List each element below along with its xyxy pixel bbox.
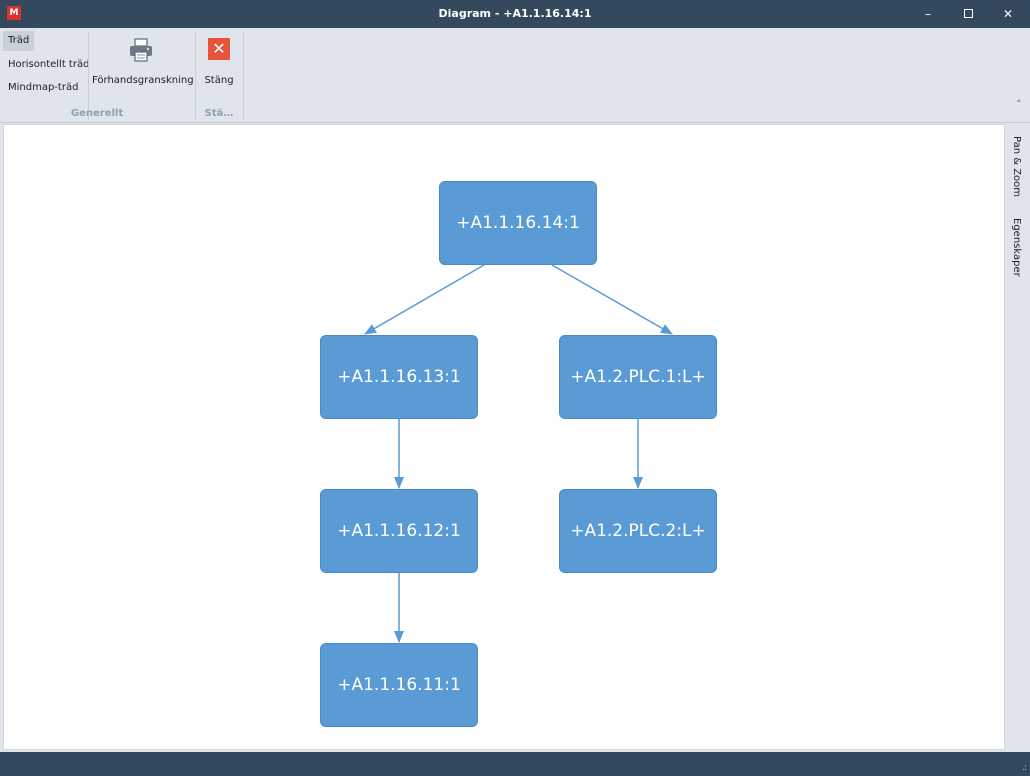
- close-icon: ✕: [208, 38, 230, 60]
- close-diagram-button[interactable]: ✕ Stäng: [198, 32, 240, 102]
- ribbon-group-separator: [195, 32, 196, 120]
- maximize-button[interactable]: [948, 0, 988, 28]
- print-preview-button[interactable]: Förhandsgranskning: [92, 32, 194, 102]
- close-diagram-label: Stäng: [204, 75, 234, 86]
- maximize-icon: [963, 9, 973, 18]
- diagram-node[interactable]: +A1.1.16.12:1: [320, 489, 478, 573]
- ribbon-group-close: ✕ Stäng Stä…: [196, 28, 242, 122]
- diagram-canvas[interactable]: +A1.1.16.14:1 +A1.1.16.13:1 +A1.2.PLC.1:L+…: [3, 124, 1005, 750]
- minimize-button[interactable]: –: [925, 7, 931, 21]
- window-title: Diagram - +A1.1.16.14:1: [438, 7, 592, 20]
- diagram-edges: [364, 264, 673, 643]
- ribbon: Träd Horisontellt träd Mindmap-träd Förh…: [0, 28, 1030, 123]
- printer-icon: [130, 38, 152, 62]
- collapse-ribbon-button[interactable]: ˄: [1016, 100, 1022, 110]
- print-preview-label: Förhandsgranskning: [92, 75, 194, 86]
- diagram-node[interactable]: +A1.1.16.13:1: [320, 335, 478, 419]
- horizontal-tree-layout-button[interactable]: Horisontellt träd: [8, 59, 90, 70]
- app-logo-icon: M: [7, 6, 21, 20]
- ribbon-group-generellt: Träd Horisontellt träd Mindmap-träd Förh…: [0, 28, 194, 122]
- resize-grip-icon[interactable]: .:: [1022, 763, 1027, 773]
- tree-layout-button[interactable]: Träd: [3, 31, 35, 51]
- diagram-edge: [551, 264, 673, 335]
- title-bar: M Diagram - +A1.1.16.14:1 – ✕: [0, 0, 1030, 28]
- diagram-node[interactable]: +A1.2.PLC.1:L+: [559, 335, 717, 419]
- side-panel: Pan & Zoom Egenskaper: [1005, 124, 1030, 750]
- diagram-edge: [364, 264, 485, 335]
- diagram-node[interactable]: +A1.1.16.14:1: [439, 181, 597, 265]
- ribbon-group-label-generellt: Generellt: [70, 108, 124, 119]
- ribbon-group-separator: [243, 32, 244, 120]
- ribbon-inner-separator: [88, 32, 89, 120]
- close-window-button[interactable]: ✕: [1002, 7, 1014, 21]
- mindmap-tree-layout-button[interactable]: Mindmap-träd: [8, 82, 79, 93]
- ribbon-group-label-close: Stä…: [204, 108, 234, 119]
- diagram-node[interactable]: +A1.1.16.11:1: [320, 643, 478, 727]
- status-bar: .:: [0, 752, 1030, 776]
- pan-zoom-tab[interactable]: Pan & Zoom: [1011, 136, 1022, 198]
- diagram-node[interactable]: +A1.2.PLC.2:L+: [559, 489, 717, 573]
- properties-tab[interactable]: Egenskaper: [1011, 218, 1022, 277]
